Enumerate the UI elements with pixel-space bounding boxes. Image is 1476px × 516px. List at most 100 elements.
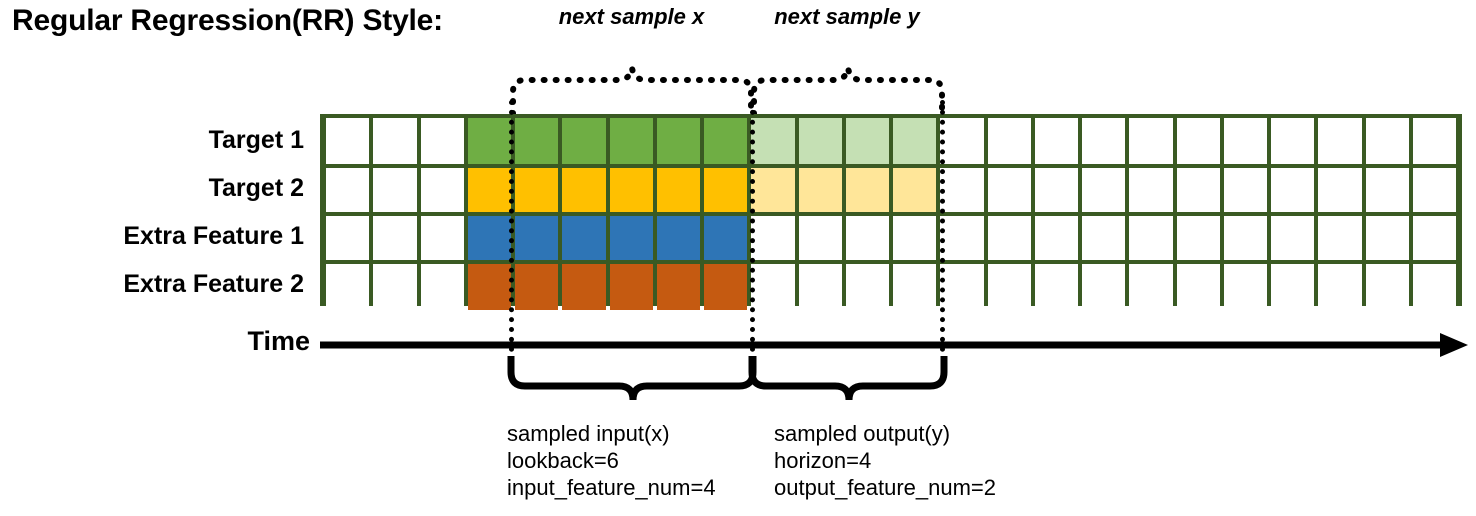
grid-cell-r2-c17 [1082, 168, 1126, 212]
grid-cell-r1-c9 [704, 118, 748, 164]
row-label-extra-feature-2: Extra Feature 2 [123, 270, 304, 298]
brace-sampled-output [748, 356, 948, 401]
bottom-annotation-0-heading: sampled input(x) [507, 421, 670, 446]
grid-cell-r1-c24 [1412, 118, 1456, 164]
grid-cell-r3-c8 [656, 216, 700, 260]
grid-cell-r2-c6 [562, 168, 606, 212]
grid-cell-r2-c4 [467, 168, 511, 212]
timeline-grid [320, 114, 1462, 310]
grid-cell-r2-c20 [1223, 168, 1267, 212]
grid-cell-r2-c2 [373, 168, 417, 212]
grid-cell-r4-c17 [1082, 264, 1126, 310]
grid-cell-r4-c12 [845, 264, 889, 310]
grid-cell-r3-c7 [609, 216, 653, 260]
grid-cell-r1-c22 [1318, 118, 1362, 164]
grid-cell-r1-c16 [1034, 118, 1078, 164]
grid-cell-r3-c19 [1176, 216, 1220, 260]
grid-cell-r3-c4 [467, 216, 511, 260]
grid-cell-r1-c15 [987, 118, 1031, 164]
grid-cell-r4-c22 [1318, 264, 1362, 310]
bottom-annotation-1-heading: sampled output(y) [774, 421, 951, 446]
grid-cell-r3-c3 [420, 216, 464, 260]
guide-line-output-end [940, 100, 945, 352]
grid-cell-r2-c8 [656, 168, 700, 212]
grid-cell-r3-c1 [326, 216, 370, 260]
grid-cell-r4-c18 [1129, 264, 1173, 310]
grid-cell-r3-c13 [893, 216, 937, 260]
grid-cell-r1-c12 [845, 118, 889, 164]
grid-cell-r1-c21 [1271, 118, 1315, 164]
grid-cell-r1-c2 [373, 118, 417, 164]
grid-cell-r3-c18 [1129, 216, 1173, 260]
grid-cell-r1-c1 [326, 118, 370, 164]
grid-cell-r4-c20 [1223, 264, 1267, 310]
grid-cell-r2-c3 [420, 168, 464, 212]
grid-cell-r3-c2 [373, 216, 417, 260]
grid-cell-r4-c10 [751, 264, 795, 310]
bottom-annotation-1-line2: horizon=4 [774, 448, 872, 473]
grid-cell-r2-c16 [1034, 168, 1078, 212]
grid-cell-r4-c15 [987, 264, 1031, 310]
grid-cell-r3-c20 [1223, 216, 1267, 260]
grid-cell-r4-c11 [798, 264, 842, 310]
grid-cell-r2-c18 [1129, 168, 1173, 212]
grid-cell-r3-c16 [1034, 216, 1078, 260]
time-axis-arrow [320, 333, 1468, 357]
grid-cell-r3-c21 [1271, 216, 1315, 260]
grid-cell-r2-c15 [987, 168, 1031, 212]
grid-cell-r3-c14 [940, 216, 984, 260]
grid-cell-r3-c10 [751, 216, 795, 260]
grid-cell-r2-c7 [609, 168, 653, 212]
grid-row-3 [324, 214, 1458, 262]
grid-cell-r3-c5 [515, 216, 559, 260]
grid-cell-r4-c24 [1412, 264, 1456, 310]
grid-cell-r1-c13 [893, 118, 937, 164]
grid-cell-r2-c11 [798, 168, 842, 212]
grid-cell-r4-c8 [656, 264, 700, 310]
grid-cell-r2-c19 [1176, 168, 1220, 212]
grid-cell-r1-c19 [1176, 118, 1220, 164]
grid-cell-r4-c5 [515, 264, 559, 310]
row-label-extra-feature-1: Extra Feature 1 [123, 222, 304, 250]
grid-cell-r4-c7 [609, 264, 653, 310]
grid-row-4 [324, 262, 1458, 310]
grid-row-2 [324, 166, 1458, 214]
grid-cell-r1-c14 [940, 118, 984, 164]
grid-cell-r3-c23 [1365, 216, 1409, 260]
grid-cell-r4-c21 [1271, 264, 1315, 310]
top-annotation-label-1: next sample y [774, 4, 920, 29]
grid-cell-r4-c9 [704, 264, 748, 310]
bottom-annotation-0-line2: lookback=6 [507, 448, 619, 473]
guide-line-input-start [509, 100, 514, 352]
grid-cell-r4-c1 [326, 264, 370, 310]
grid-cell-r1-c23 [1365, 118, 1409, 164]
grid-cell-r1-c3 [420, 118, 464, 164]
grid-cell-r4-c2 [373, 264, 417, 310]
grid-cell-r3-c12 [845, 216, 889, 260]
grid-cell-r1-c18 [1129, 118, 1173, 164]
grid-cell-r3-c6 [562, 216, 606, 260]
row-label-target-1: Target 1 [208, 126, 304, 154]
grid-cell-r1-c17 [1082, 118, 1126, 164]
grid-cell-r4-c6 [562, 264, 606, 310]
time-axis-label: Time [247, 326, 310, 356]
grid-cell-r2-c1 [326, 168, 370, 212]
brace-sampled-input [507, 356, 757, 401]
grid-cell-r1-c20 [1223, 118, 1267, 164]
grid-cell-r4-c4 [467, 264, 511, 310]
page-title: Regular Regression(RR) Style: [12, 4, 443, 37]
grid-cell-r2-c22 [1318, 168, 1362, 212]
bottom-annotation-0: sampled input(x) lookback=6 input_featur… [507, 420, 716, 501]
grid-cell-r2-c23 [1365, 168, 1409, 212]
grid-cell-r1-c5 [515, 118, 559, 164]
grid-cell-r4-c23 [1365, 264, 1409, 310]
grid-row-1 [324, 118, 1458, 166]
brace-next-sample-x [510, 67, 754, 114]
grid-cell-r2-c5 [515, 168, 559, 212]
grid-cell-r3-c11 [798, 216, 842, 260]
guide-line-input-end [750, 100, 755, 352]
grid-cell-r2-c9 [704, 168, 748, 212]
grid-cell-r1-c10 [751, 118, 795, 164]
top-annotation-label-0: next sample x [558, 4, 705, 29]
bottom-annotation-1-line3: output_feature_num=2 [774, 475, 997, 500]
